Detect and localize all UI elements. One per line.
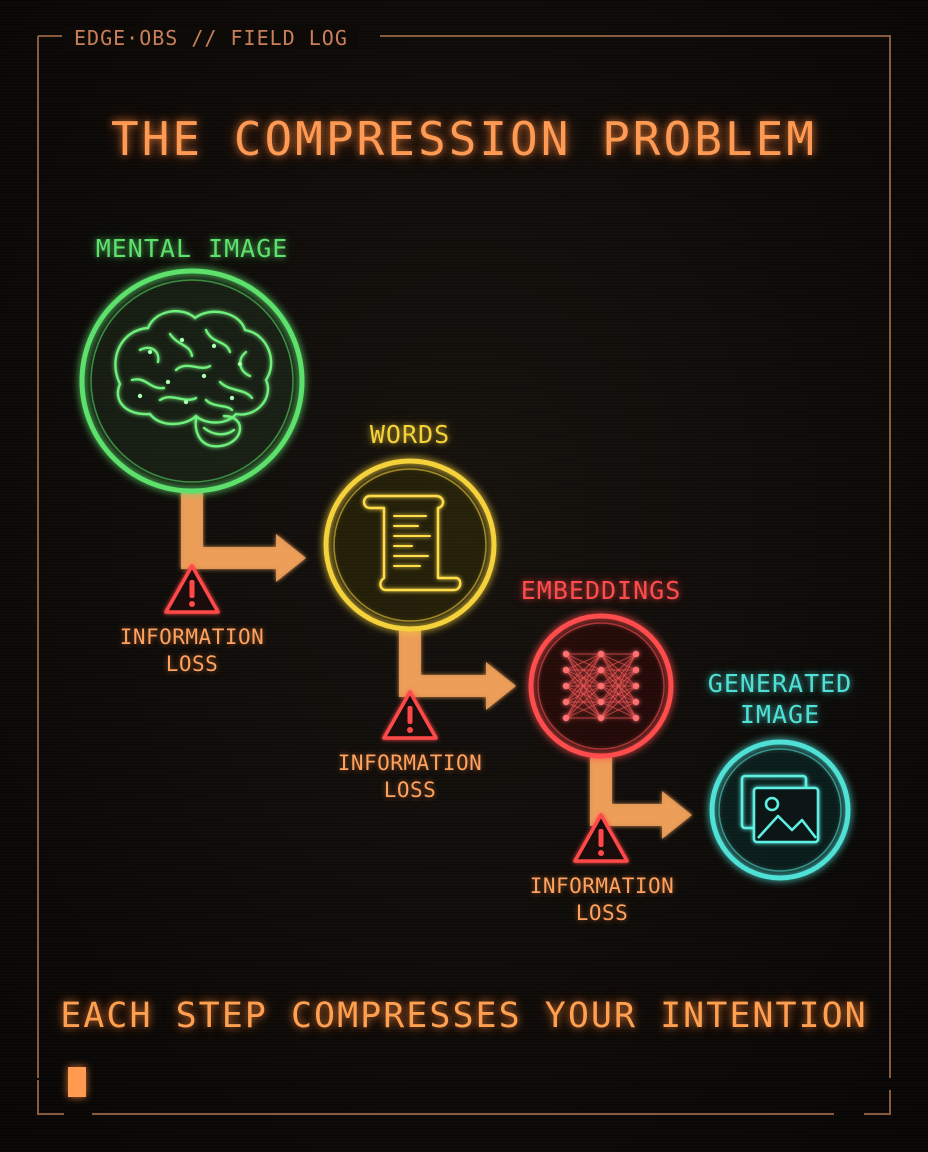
warning-icon — [573, 813, 629, 863]
node-label-generated-image: GENERATED IMAGE — [707, 669, 853, 729]
scroll-icon — [362, 494, 462, 592]
node-label-words: WORDS — [369, 420, 451, 449]
information-loss-label: INFORMATION LOSS — [119, 625, 265, 676]
warning-icon — [382, 690, 438, 740]
connector-arrow — [181, 492, 306, 582]
node-embeddings — [528, 613, 674, 759]
node-label-embeddings: EMBEDDINGS — [520, 576, 682, 605]
terminal-cursor — [68, 1067, 86, 1097]
footer-caption: EACH STEP COMPRESSES YOUR INTENTION — [60, 996, 868, 1036]
image-icon — [740, 774, 820, 844]
node-label-mental-image: MENTAL IMAGE — [95, 234, 289, 263]
warning-icons — [164, 564, 629, 863]
frame-border — [37, 35, 891, 1115]
header-tag: EDGE·OBS // FIELD LOG — [64, 26, 358, 50]
node-generated-image — [709, 739, 851, 881]
neural-network-icon — [562, 650, 640, 722]
page-title: THE COMPRESSION PROBLEM — [111, 112, 817, 166]
connector-arrow — [590, 757, 692, 839]
information-loss-label: INFORMATION LOSS — [337, 751, 483, 802]
brain-sparkles — [137, 337, 243, 405]
node-words — [323, 458, 497, 632]
warning-icon — [164, 564, 220, 614]
information-loss-label: INFORMATION LOSS — [529, 874, 675, 925]
brain-icon — [114, 310, 273, 448]
connector-arrows — [181, 492, 692, 839]
node-mental-image — [79, 268, 305, 494]
connector-arrow — [399, 630, 516, 710]
